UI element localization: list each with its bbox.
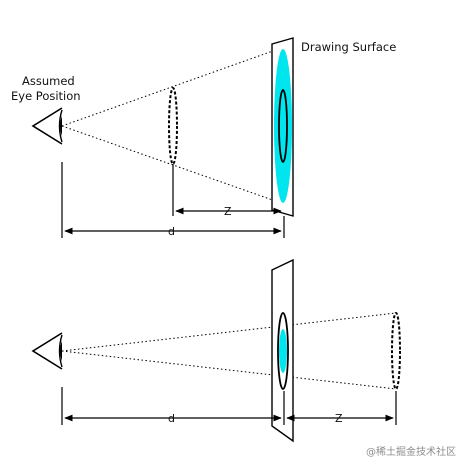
- top-diagram: Assumed Eye Position Drawing Surface Z d: [11, 37, 396, 238]
- lower-sight-line: [61, 125, 285, 205]
- projection-fill: [279, 329, 287, 373]
- eye-icon: [31, 107, 63, 145]
- z-label: Z: [224, 205, 232, 218]
- upper-sight-line: [61, 312, 397, 352]
- eye-label-line1: Assumed: [22, 74, 75, 88]
- eye-icon: [31, 332, 63, 370]
- bottom-diagram: d Z: [31, 258, 401, 443]
- projection-fill: [274, 49, 292, 203]
- lower-sight-line: [61, 350, 397, 390]
- d-label: d: [168, 225, 175, 238]
- projection-outline-ellipse: [277, 312, 289, 390]
- object-ellipse: [168, 87, 178, 165]
- surface-label: Drawing Surface: [301, 40, 396, 54]
- object-ellipse: [391, 312, 401, 390]
- projection-inner-ellipse: [278, 89, 288, 163]
- watermark-text: @稀土掘金技术社区: [366, 445, 456, 458]
- upper-sight-line: [61, 46, 285, 127]
- d-label: d: [168, 412, 175, 425]
- z-label: Z: [335, 412, 343, 425]
- eye-label-line2: Eye Position: [11, 89, 81, 103]
